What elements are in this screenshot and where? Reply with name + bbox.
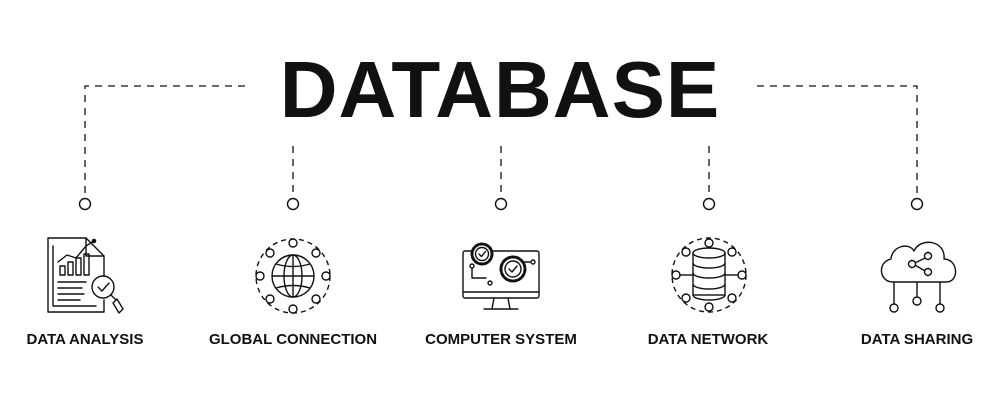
connector-node-data-sharing (910, 197, 924, 211)
page-title: DATABASE (279, 45, 721, 134)
item-label-global-connection: GLOBAL CONNECTION (208, 331, 378, 348)
item-label-data-sharing: DATA SHARING (860, 331, 974, 348)
globe-icon (255, 238, 331, 314)
cloud-sharing-icon (880, 241, 957, 313)
connector-node-computer-system (494, 197, 508, 211)
item-label-data-analysis: DATA ANALYSIS (26, 331, 144, 348)
connector-node-global-connection (286, 197, 300, 211)
left-bracket-connector (84, 85, 245, 194)
data-analysis-icon (47, 237, 124, 314)
database-network-icon (671, 237, 747, 313)
item-label-computer-system: COMPUTER SYSTEM (425, 331, 577, 348)
connector-node-data-analysis (78, 197, 92, 211)
right-bracket-connector (757, 85, 918, 194)
computer-system-icon (462, 242, 540, 310)
item-label-data-network: DATA NETWORK (647, 331, 769, 348)
connector-node-data-network (702, 197, 716, 211)
